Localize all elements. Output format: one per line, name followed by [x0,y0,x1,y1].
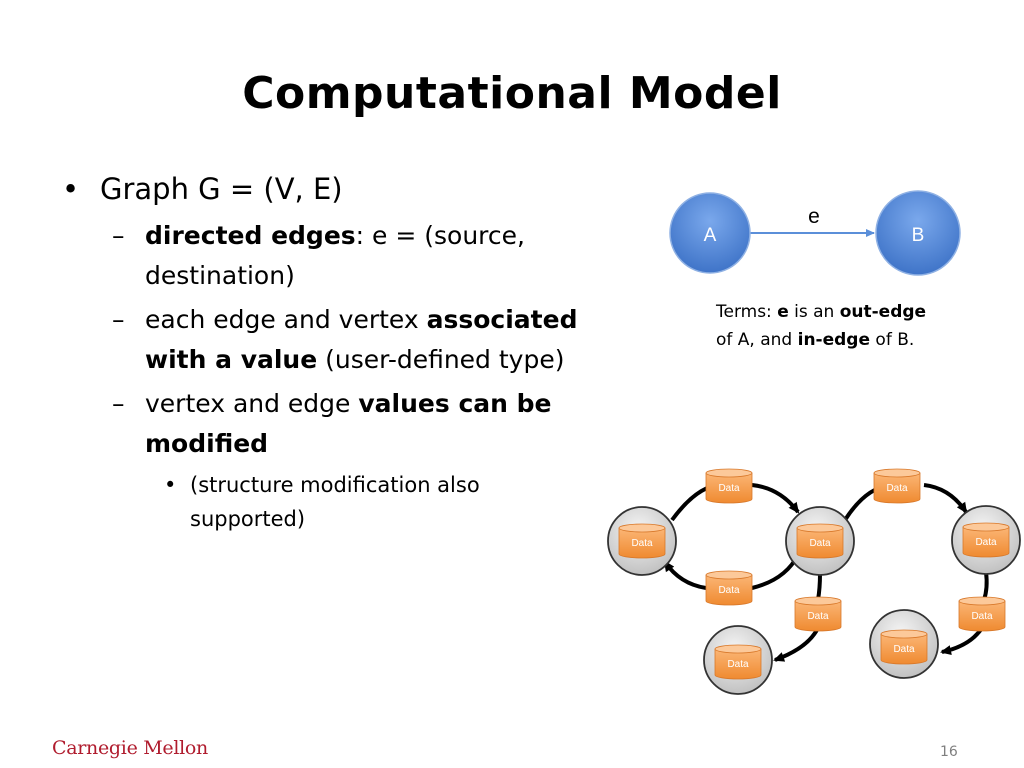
page-number: 16 [940,744,958,760]
slide-title: Computational Model [242,68,782,119]
edge-curve [940,626,984,656]
dash-marker: – [112,221,125,250]
data-cylinder-label: Data [718,483,740,494]
data-cylinder-label: Data [886,483,908,494]
data-cylinder: Data [618,523,666,559]
node-a [669,192,751,274]
edge-label: e [808,205,820,228]
edge-curve [751,483,800,514]
bold-text: out-edge [839,302,927,322]
node-b-label: B [912,225,925,246]
text: of B. [870,330,915,350]
data-cylinder-label: Data [718,585,740,596]
edge-curve [773,627,820,662]
bold-text: in-edge [797,330,871,350]
top-graph: A B e [669,190,961,276]
bullet-graph: Graph G = (V, E) [60,170,620,208]
data-cylinder: Data [873,468,921,504]
bold-text: directed edges [145,221,356,250]
data-cylinder: Data [714,644,762,680]
edge-curve [663,560,707,590]
node-a-label: A [704,225,717,246]
sub-bullet-values-modified: – vertex and edge values can be modified [60,384,620,464]
data-cylinder: Data [794,596,842,632]
text: (user-defined type) [317,345,565,374]
text: : e = (source, destination) [145,221,525,290]
edge-curve [816,573,822,601]
sub-sub-bullet-structure: • (structure modification also supported… [60,468,570,536]
data-cylinder: Data [962,522,1010,558]
bold-text: values can be modified [145,389,552,458]
text: each edge and vertex [145,305,427,334]
sub-bullet-directed-edges: – directed edges: e = (source, destinati… [60,216,620,296]
text: (structure modification also supported) [190,473,480,531]
bullet-text: Graph G = (V, E) [100,172,343,206]
data-cylinder-label: Data [809,538,831,549]
node-b [875,190,961,276]
sub-bullet-associated-value: – each edge and vertex associated with a… [60,300,620,380]
text: of A, and [716,330,798,350]
bold-text: e [777,302,789,322]
dash-marker: – [112,305,125,334]
data-cylinder-label: Data [631,538,653,549]
data-cylinder-label: Data [893,644,915,655]
data-cylinder-label: Data [807,611,829,622]
data-cylinder-label: Data [971,611,993,622]
edge-curve [923,483,968,514]
data-cylinder-label: Data [727,659,749,670]
data-cylinder: Data [880,629,928,665]
dot-marker: • [164,473,177,497]
data-cylinder: Data [958,596,1006,632]
text: Terms: [716,302,778,322]
edge-curve [982,571,989,601]
data-cylinder: Data [796,523,844,559]
bullet-list: Graph G = (V, E) – directed edges: e = (… [60,170,620,536]
data-cylinder: Data [705,468,753,504]
text: is an [788,302,840,322]
bold-text: associated with a value [145,305,578,374]
text: vertex and edge [145,389,359,418]
carnegie-mellon-logo: Carnegie Mellon [52,737,208,759]
data-cylinder: Data [705,570,753,606]
terms-note: Terms: e is an out-edge of A, and in-edg… [716,298,996,354]
data-cylinder-label: Data [975,537,997,548]
dash-marker: – [112,389,125,418]
